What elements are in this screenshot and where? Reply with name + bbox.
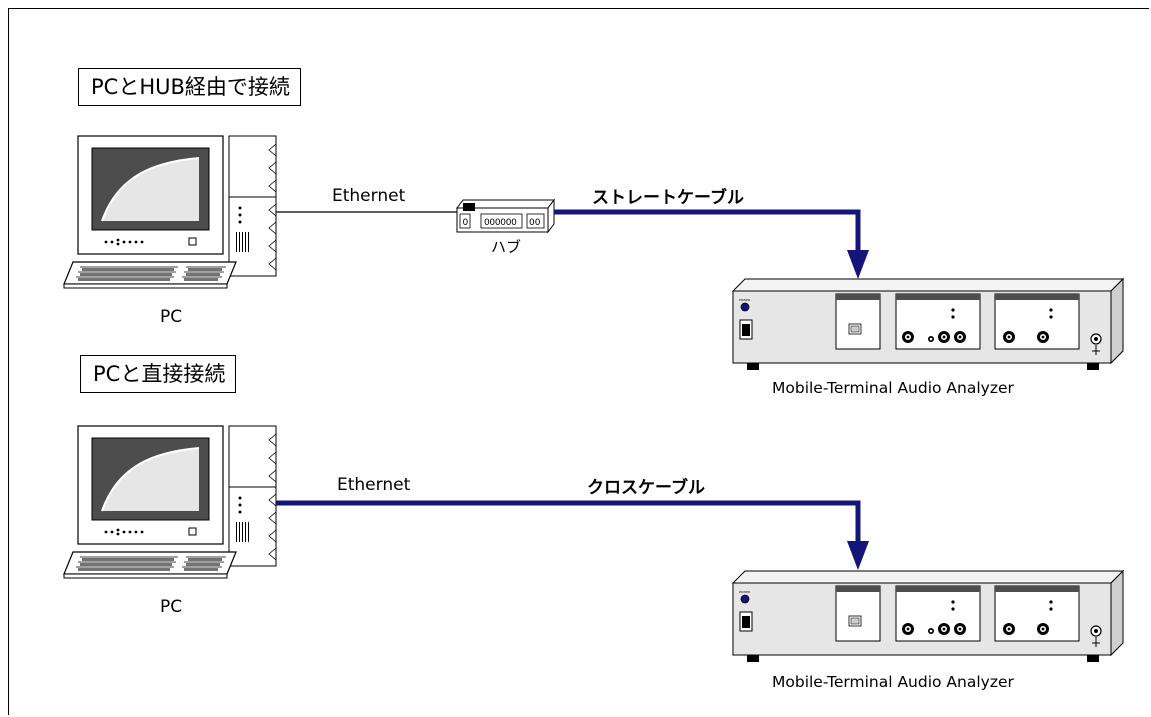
section-title-hub: PCとHUB経由で接続 [78, 68, 301, 106]
svg-text:000000: 000000 [484, 218, 517, 228]
analyzer-bottom [732, 570, 1124, 663]
straight-cable [554, 209, 869, 279]
cross-cable-label: クロスケーブル [587, 478, 705, 498]
analyzer-top [732, 278, 1124, 371]
diagram-frame [8, 8, 1149, 715]
svg-text:00: 00 [529, 218, 541, 228]
svg-text:0: 0 [463, 218, 469, 228]
ethernet-label-bottom: Ethernet [337, 475, 411, 495]
cross-cable [276, 500, 869, 570]
ethernet-label-top: Ethernet [332, 186, 406, 206]
pc-top [63, 135, 277, 289]
straight-cable-label: ストレートケーブル [592, 188, 744, 208]
pc-label-bottom: PC [160, 597, 183, 617]
hub-device: 0 000000 00 [456, 198, 555, 234]
analyzer-label-bottom: Mobile-Terminal Audio Analyzer [772, 673, 1014, 691]
section-title-direct: PCと直接接続 [80, 355, 237, 393]
hub-label: ハブ [491, 238, 522, 256]
pc-label-top: PC [160, 307, 183, 327]
pc-bottom [63, 425, 277, 579]
analyzer-label-top: Mobile-Terminal Audio Analyzer [772, 379, 1014, 397]
